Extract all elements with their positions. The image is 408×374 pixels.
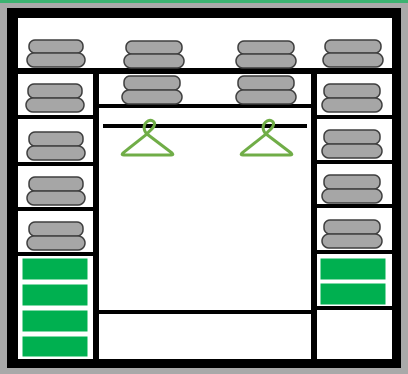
folded-clothes-stack-right-4 [321, 219, 383, 249]
right-drawer-1 [319, 257, 387, 281]
right-divider [311, 68, 317, 359]
folded-clothes-stack-right-2 [321, 129, 383, 159]
right-shelf-5 [317, 306, 392, 310]
right-drawer-2 [319, 282, 387, 306]
hanger-icon [239, 118, 294, 157]
left-divider [93, 68, 99, 359]
left-shelf-3 [18, 207, 93, 211]
left-drawer-1 [21, 257, 89, 281]
folded-clothes-stack-right-3 [321, 174, 383, 204]
center-bottom-shelf [99, 310, 311, 314]
left-drawer-2 [21, 283, 89, 307]
folded-clothes-stack-top-1 [26, 39, 86, 68]
right-shelf-2 [317, 160, 392, 164]
top-accent-line [0, 0, 408, 3]
folded-clothes-stack-left-2 [26, 131, 86, 161]
left-shelf-1 [18, 115, 93, 119]
right-shelf-4 [317, 250, 392, 254]
folded-clothes-stack-center-1 [121, 75, 183, 105]
hanger-icon [120, 118, 175, 157]
hanging-rod [103, 124, 307, 128]
folded-clothes-stack-top-4 [322, 39, 384, 68]
folded-clothes-stack-left-3 [26, 176, 86, 206]
left-shelf-4 [18, 252, 93, 256]
right-shelf-1 [317, 115, 392, 119]
folded-clothes-stack-top-2 [123, 40, 185, 69]
folded-clothes-stack-left-1 [25, 83, 85, 113]
folded-clothes-stack-center-2 [235, 75, 297, 105]
folded-clothes-stack-left-4 [26, 221, 86, 251]
left-drawer-4 [21, 335, 89, 358]
center-shelf [99, 104, 311, 108]
left-shelf-2 [18, 162, 93, 166]
right-shelf-3 [317, 204, 392, 208]
top-shelf [18, 68, 392, 74]
folded-clothes-stack-right-1 [321, 83, 383, 113]
folded-clothes-stack-top-3 [235, 40, 297, 69]
left-drawer-3 [21, 309, 89, 333]
